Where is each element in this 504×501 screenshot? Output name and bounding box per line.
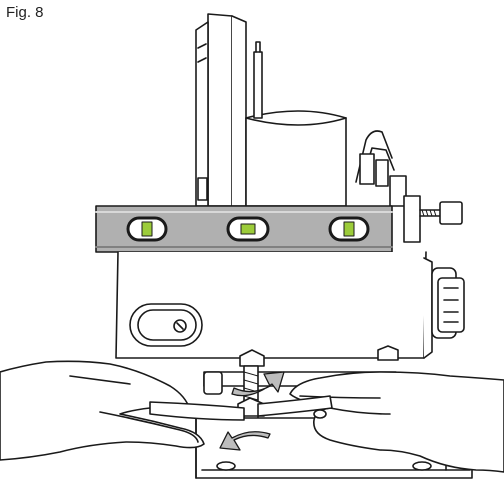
right-hand bbox=[289, 371, 504, 473]
left-hand bbox=[0, 360, 205, 461]
level-vial-right bbox=[328, 216, 370, 242]
oil-window bbox=[129, 303, 203, 347]
figure-label: Fig. 8 bbox=[6, 4, 44, 21]
rotation-arrow-lower bbox=[219, 431, 271, 451]
spirit-level bbox=[95, 205, 393, 253]
wrench bbox=[149, 395, 333, 421]
level-vial-left bbox=[126, 216, 168, 242]
rotation-arrow-upper bbox=[231, 371, 285, 397]
level-vial-center bbox=[226, 216, 270, 242]
gearbox-body bbox=[115, 251, 465, 359]
motor-housing bbox=[195, 13, 463, 243]
